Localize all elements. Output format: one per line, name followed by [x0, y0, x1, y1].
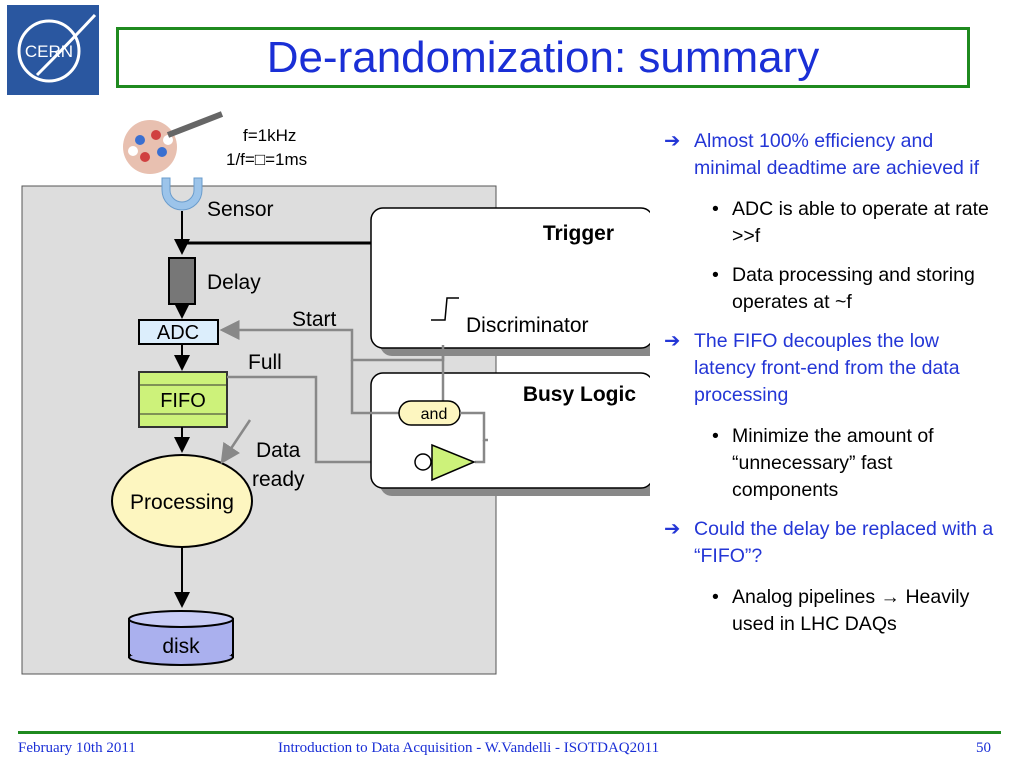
discriminator-icon: [431, 297, 459, 321]
sensor-label: Sensor: [207, 198, 274, 221]
bullet-3: ➔ Could the delay be replaced with a “FIF…: [660, 516, 1000, 570]
start-label: Start: [292, 308, 337, 331]
bullet-3-text: Could the delay be replaced with a “FIFO…: [694, 518, 994, 567]
bullet-dot-icon: •: [712, 425, 719, 447]
bullet-1-sub-2-text: Data processing and storing operates at …: [732, 264, 975, 313]
delay-block: [168, 257, 196, 305]
bullet-list: ➔ Almost 100% efficiency and minimal dead…: [660, 128, 1000, 650]
footer-center: Introduction to Data Acquisition - W.Van…: [278, 740, 660, 756]
bullet-1-sub-1: • ADC is able to operate at rate >>f: [660, 196, 1000, 250]
and-gate-icon: [398, 400, 461, 426]
bullet-1-sub-2: • Data processing and storing operates at…: [660, 262, 1000, 316]
bullet-3-sub-1: • Analog pipelines → Heavily used in LHC …: [660, 584, 1000, 638]
particle-source-icon: [123, 111, 224, 174]
busy-logic-label: Busy Logic: [523, 383, 637, 406]
footer-page-number: 50: [976, 740, 991, 756]
full-label: Full: [248, 351, 282, 374]
period-label: 1/f=□=1ms: [226, 150, 307, 169]
fifo-label: FIFO: [160, 390, 206, 412]
adc-block: [138, 319, 219, 345]
title-box: De-randomization: summary: [116, 27, 970, 88]
trigger-label: Trigger: [543, 222, 614, 245]
trigger-box: [370, 207, 650, 349]
data-ready-label-2: ready: [252, 468, 305, 491]
bullet-dot-icon: •: [712, 198, 719, 220]
arrow-icon: ➔: [664, 130, 681, 152]
bullet-2: ➔ The FIFO decouples the low latency fron…: [660, 328, 1000, 409]
disk-label: disk: [162, 635, 200, 658]
bullet-2-sub-1-text: Minimize the amount of “unnecessary” fas…: [732, 425, 934, 501]
bullet-1: ➔ Almost 100% efficiency and minimal dead…: [660, 128, 1000, 182]
bullet-2-sub-1: • Minimize the amount of “unnecessary” fa…: [660, 423, 1000, 504]
frequency-label: f=1kHz: [243, 126, 296, 145]
bullet-2-text: The FIFO decouples the low latency front…: [694, 330, 960, 406]
page-title: De-randomization: summary: [266, 32, 820, 82]
cern-logo-text: CERN: [25, 42, 73, 61]
arrow-icon: ➔: [664, 518, 681, 540]
bullet-1-sub-1-text: ADC is able to operate at rate >>f: [732, 198, 989, 247]
processing-label: Processing: [130, 491, 234, 514]
data-ready-line: [220, 419, 252, 465]
bullet-3-sub-1-text: Analog pipelines → Heavily used in LHC D…: [732, 586, 970, 635]
footer-divider: [18, 731, 1001, 734]
footer-date: February 10th 2011: [18, 740, 136, 756]
bullet-dot-icon: •: [712, 586, 719, 608]
full-line: [227, 375, 416, 464]
sensor-icon: [161, 177, 203, 211]
inverter-bubble-icon: [414, 453, 432, 471]
discriminator-label: Discriminator: [466, 314, 589, 337]
delay-label: Delay: [207, 271, 261, 294]
bullet-dot-icon: •: [712, 264, 719, 286]
data-ready-label-1: Data: [256, 439, 301, 462]
disk-block: [128, 610, 234, 666]
inverter-icon: [431, 443, 476, 482]
bullet-1-text: Almost 100% efficiency and minimal deadt…: [694, 130, 980, 179]
cern-logo: CERN: [7, 5, 99, 95]
adc-label: ADC: [157, 322, 199, 344]
daq-diagram: f=1kHz 1/f=□=1ms Sensor Delay ADC FIFO P…: [21, 111, 650, 675]
fifo-block: [138, 371, 228, 428]
and-gate-label: and: [421, 406, 448, 423]
arrow-icon: ➔: [664, 330, 681, 352]
